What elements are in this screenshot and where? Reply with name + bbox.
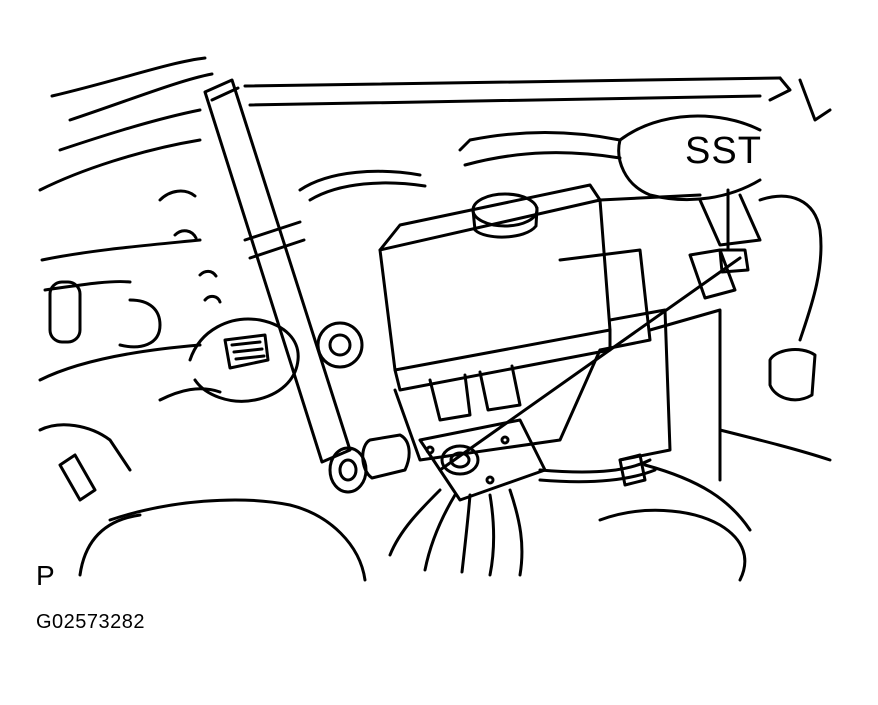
reservoir-tank: [378, 183, 612, 392]
lower-hands: [38, 423, 747, 582]
right-hand: [617, 78, 832, 402]
left-hand: [158, 317, 300, 403]
hood-support-rod: [203, 78, 368, 494]
corner-mark: P: [36, 560, 55, 591]
brake-lines: [388, 453, 752, 577]
hood-outline: [50, 56, 792, 152]
master-cylinder: [316, 248, 672, 462]
upper-hoses: [298, 131, 622, 202]
right-inner-panel: [598, 193, 832, 482]
sst-label: SST: [685, 130, 762, 172]
figure-id: G02573282: [36, 611, 146, 633]
left-fender-panel: [38, 138, 222, 382]
sst-tool: [438, 188, 750, 472]
